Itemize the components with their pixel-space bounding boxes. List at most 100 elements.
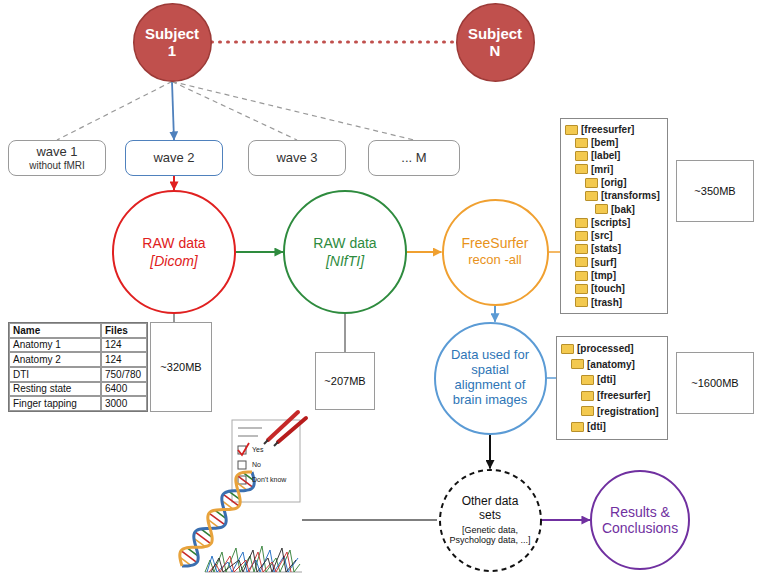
node-text: ~350MB xyxy=(694,185,735,198)
folder-name: [freesurfer] xyxy=(597,390,650,402)
circle-shape xyxy=(440,470,541,571)
folder-name: [processed] xyxy=(577,343,634,355)
node-text: Data used for spatial alignment of brain… xyxy=(445,348,535,408)
text-wrap: RAW data[Dicom] xyxy=(125,235,224,269)
node-text: Subject 1 xyxy=(141,25,204,60)
folder-name: [orig] xyxy=(601,177,627,189)
node-text: FreeSurfer xyxy=(452,235,538,251)
folder-icon xyxy=(581,375,594,385)
result-circle: Results & Conclusions xyxy=(590,470,690,570)
folder-icon xyxy=(575,284,588,294)
answer-label: No xyxy=(252,461,261,468)
folder-icon xyxy=(571,359,584,369)
node-text: Other data sets xyxy=(449,495,531,523)
folder-icon xyxy=(575,164,588,174)
table-cell: DTI xyxy=(9,367,101,382)
size-box: ~1600MB xyxy=(676,352,754,414)
folder-name: [touch] xyxy=(591,283,625,295)
text-wrap: Subject 1 xyxy=(141,25,204,60)
folder-row: [freesurfer] xyxy=(561,389,661,402)
circle-shape xyxy=(443,200,548,305)
folder-row: [bem] xyxy=(565,136,661,149)
helix-rung xyxy=(195,532,211,544)
node-text: without fMRI xyxy=(29,160,85,172)
size-box: ~320MB xyxy=(150,322,212,412)
wave-box: wave 3 xyxy=(248,140,346,176)
raw-data-circle: RAW data[NIfTI] xyxy=(283,190,407,314)
subject-circle: Subject N xyxy=(456,3,535,82)
folder-tree: [freesurfer][bem][label][mri][orig][tran… xyxy=(560,118,668,314)
connector xyxy=(172,82,414,141)
folder-name: [bak] xyxy=(611,204,635,216)
chromatogram xyxy=(205,546,302,572)
folder-row: [label] xyxy=(565,150,661,163)
folder-icon xyxy=(575,271,588,281)
node-text: Results & Conclusions xyxy=(602,504,678,536)
folder-row: [transforms] xyxy=(565,190,661,203)
folder-icon xyxy=(585,178,598,188)
folder-row: [registration] xyxy=(561,405,661,418)
helix-rung xyxy=(181,551,197,563)
node-text: Subject N xyxy=(464,25,527,60)
wave-box: wave 2 xyxy=(125,140,223,176)
connector xyxy=(549,251,561,253)
circle-shape xyxy=(133,3,211,81)
leader-line xyxy=(302,519,437,520)
text-wrap: Other data sets[Genetic data, Psychology… xyxy=(449,495,531,545)
folder-icon xyxy=(571,422,584,432)
circle-shape xyxy=(591,471,689,569)
folder-icon xyxy=(581,406,594,416)
text-wrap: FreeSurfer recon -all xyxy=(452,235,538,268)
circle-shape xyxy=(456,3,534,81)
table-cell: 3000 xyxy=(101,396,147,411)
raw-data-circle: RAW data[Dicom] xyxy=(112,190,236,314)
helix-rung xyxy=(237,475,253,487)
size-box: ~207MB xyxy=(315,352,375,410)
pen-tip xyxy=(274,442,278,446)
check-box xyxy=(238,461,246,469)
connector xyxy=(345,314,346,352)
circle-outline xyxy=(283,190,407,314)
node-text: ... M xyxy=(401,151,426,166)
node-text: ~1600MB xyxy=(691,377,738,390)
folder-row: [anatomy] xyxy=(561,358,661,371)
folder-row: [trash] xyxy=(565,296,661,309)
node-text: [Dicom] xyxy=(125,253,224,269)
node-text: recon -all xyxy=(452,254,538,269)
circle-shape xyxy=(435,323,546,434)
node-text: ~207MB xyxy=(324,375,365,388)
folder-name: [mri] xyxy=(591,164,613,176)
folder-icon xyxy=(575,297,588,307)
table-cell: 124 xyxy=(101,338,147,353)
questionnaire xyxy=(232,412,306,502)
data-circle: Data used for spatial alignment of brain… xyxy=(434,322,547,435)
folder-name: [registration] xyxy=(597,406,659,418)
connector xyxy=(489,435,491,469)
circle-outline xyxy=(112,190,236,314)
connector xyxy=(173,176,175,190)
file-table: NameFilesAnatomy 1124Anatomy 2124DTI750/… xyxy=(8,322,148,412)
pen-body xyxy=(278,418,306,442)
helix-strand xyxy=(180,472,252,566)
folder-icon xyxy=(575,257,588,267)
folder-row: [processed] xyxy=(561,342,661,355)
folder-row: [orig] xyxy=(565,176,661,189)
text-wrap: Data used for spatial alignment of brain… xyxy=(445,348,535,408)
folder-icon xyxy=(585,191,598,201)
folder-icon xyxy=(575,138,588,148)
table-cell: Finger tapping xyxy=(9,396,101,411)
folder-name: [anatomy] xyxy=(587,359,635,371)
table-cell: Files xyxy=(101,323,147,338)
table-cell: 124 xyxy=(101,352,147,367)
folder-row: [src] xyxy=(565,229,661,242)
folder-row: [bak] xyxy=(565,203,661,216)
wave-box: ... M xyxy=(368,140,460,176)
text-wrap: Results & Conclusions xyxy=(602,504,678,536)
text-wrap: Subject N xyxy=(464,25,527,60)
table-cell: 6400 xyxy=(101,382,147,397)
process-circle: FreeSurfer recon -all xyxy=(442,199,549,306)
folder-tree: [processed][anatomy][dti][freesurfer][re… xyxy=(556,336,668,440)
folder-name: [freesurfer] xyxy=(581,124,634,136)
folder-icon xyxy=(575,218,588,228)
connector xyxy=(172,82,297,141)
